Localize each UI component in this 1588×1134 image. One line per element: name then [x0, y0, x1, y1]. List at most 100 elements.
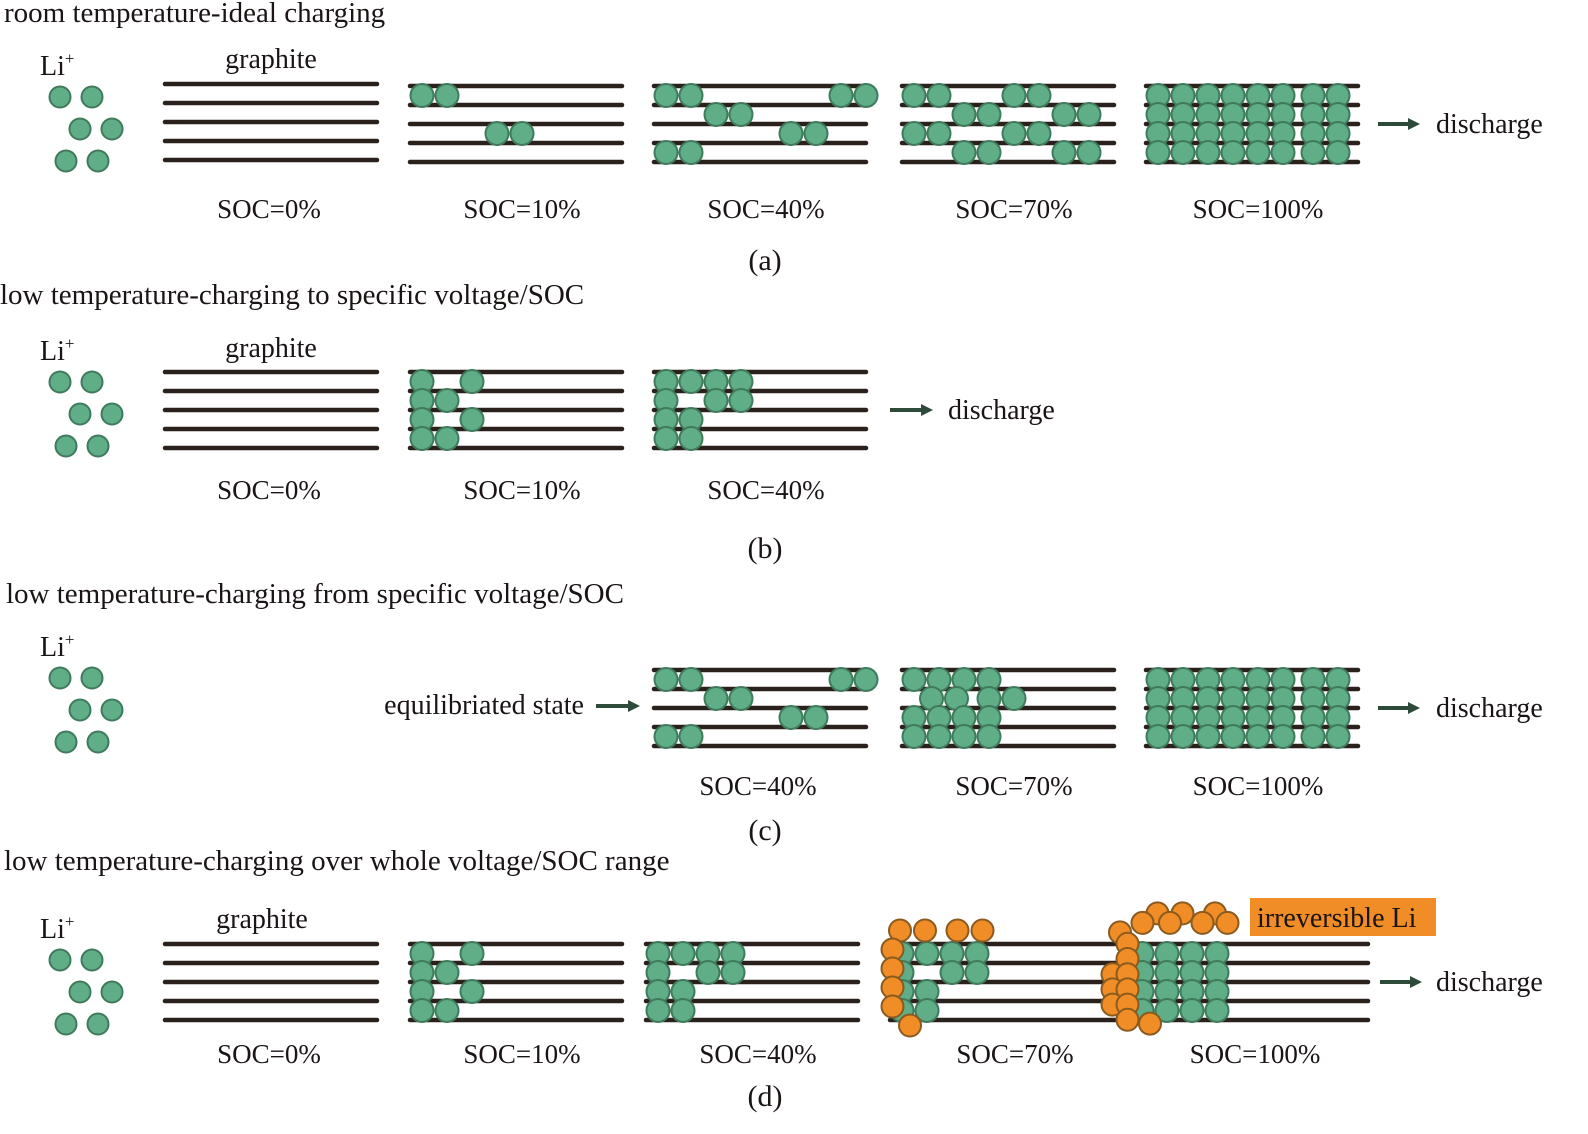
li-symbol: Li [40, 336, 65, 367]
intercalated-li-ion [1076, 140, 1102, 165]
intercalated-li-ion [703, 686, 729, 711]
li-charge-superscript: + [65, 630, 75, 649]
intercalated-li-ion [434, 83, 460, 108]
intercalated-li-ion [1051, 102, 1077, 127]
intercalated-li-ion [1195, 140, 1221, 165]
li-ion-particle [68, 980, 92, 1004]
intercalated-li-ion [1325, 724, 1351, 749]
intercalated-li-ion [678, 83, 704, 108]
graphite-stack: SOC=40% [643, 941, 861, 1069]
graphite-label: graphite [225, 333, 317, 364]
intercalated-li-ion [670, 941, 696, 966]
li-ion-particle [80, 85, 104, 109]
intercalated-li-ion [803, 705, 829, 730]
li-ion-particle [86, 1012, 110, 1036]
intercalated-li-ion [976, 140, 1002, 165]
intercalated-li-ion [1270, 724, 1296, 749]
plated-li-particle [913, 918, 937, 943]
graphite-stack: SOC=40% [651, 667, 879, 801]
soc-label: SOC=10% [463, 475, 580, 505]
intercalated-li-ion [459, 941, 485, 966]
soc-label: SOC=70% [956, 1039, 1073, 1069]
li-charge-superscript: + [65, 912, 75, 931]
intercalated-li-ion [853, 83, 879, 108]
li-symbol: Li [40, 914, 65, 945]
soc-label: SOC=0% [217, 194, 321, 224]
intercalated-li-ion [1245, 140, 1271, 165]
intercalated-li-ion [509, 121, 535, 146]
li-ion-particle [100, 698, 124, 722]
li-ion-particle [48, 948, 72, 972]
li-ion-particle [48, 666, 72, 690]
intercalated-li-ion [901, 724, 927, 749]
intercalated-li-ion [1001, 121, 1027, 146]
li-ion-particle [80, 666, 104, 690]
intercalated-li-ion [778, 121, 804, 146]
intercalated-li-ion [951, 140, 977, 165]
plated-li-particle [1138, 1011, 1162, 1036]
intercalated-li-ion [1300, 140, 1326, 165]
intercalated-li-ion [484, 121, 510, 146]
intercalated-li-ion [653, 140, 679, 165]
intercalated-li-ion [1204, 998, 1230, 1023]
intercalated-li-ion [670, 998, 696, 1023]
plated-li-particle [1130, 910, 1155, 935]
li-ion-particle [68, 698, 92, 722]
li-ion-particle [48, 85, 72, 109]
intercalated-li-ion [1270, 140, 1296, 165]
soc-label: SOC=70% [955, 771, 1072, 801]
graphite-stack: SOC=0% [162, 941, 380, 1069]
soc-label: SOC=0% [217, 475, 321, 505]
graphite-stack: SOC=70% [899, 83, 1117, 224]
intercalated-li-ion [853, 667, 879, 692]
plated-li-particle [880, 994, 905, 1019]
intercalated-li-ion [434, 960, 460, 985]
intercalated-li-ion [703, 388, 729, 413]
intercalated-li-ion [409, 83, 435, 108]
intercalated-li-ion [1145, 724, 1171, 749]
graphite-stack: SOC=100% [1100, 901, 1371, 1069]
panel-a: room temperature-ideal chargingLi+graphi… [4, 0, 1543, 277]
intercalated-li-ion [678, 369, 704, 394]
graphite-stack: SOC=40% [651, 369, 869, 505]
panel-caption: (d) [748, 1080, 783, 1113]
intercalated-li-ion [728, 686, 754, 711]
discharge-arrow-head-icon [1408, 702, 1420, 714]
graphite-label: graphite [216, 904, 308, 935]
intercalated-li-ion [459, 979, 485, 1004]
discharge-label: discharge [1436, 109, 1543, 140]
discharge-arrow-head-icon [921, 404, 933, 416]
graphite-stack: SOC=70% [880, 918, 1131, 1069]
intercalated-li-ion [678, 667, 704, 692]
intercalated-li-ion [459, 369, 485, 394]
soc-label: SOC=10% [463, 1039, 580, 1069]
soc-label: SOC=40% [699, 1039, 816, 1069]
plated-li-particle [1215, 910, 1240, 935]
intercalated-li-ion [434, 426, 460, 451]
intercalated-li-ion [434, 998, 460, 1023]
irreversible-li-label-background [1250, 898, 1436, 936]
intercalated-li-ion [1179, 998, 1205, 1023]
li-ion-particle [54, 730, 78, 754]
panel-caption: (c) [748, 814, 781, 847]
li-ion-particle [80, 370, 104, 394]
graphite-stack: SOC=0% [162, 369, 380, 505]
panel-caption: (b) [748, 532, 783, 565]
intercalated-li-ion [901, 667, 927, 692]
intercalated-li-ion [1300, 724, 1326, 749]
intercalated-li-ion [914, 941, 940, 966]
li-ion-particle [86, 730, 110, 754]
soc-label: SOC=100% [1193, 194, 1324, 224]
li-ion-particle [48, 370, 72, 394]
intercalated-li-ion [1051, 140, 1077, 165]
plated-li-particle [1115, 1007, 1140, 1032]
intercalated-li-ion [926, 83, 952, 108]
li-ion-particle [100, 402, 124, 426]
intercalated-li-ion [653, 724, 679, 749]
intercalated-li-ion [695, 960, 721, 985]
intercalated-li-ion [1170, 140, 1196, 165]
equilibrated-arrow-head-icon [628, 700, 640, 712]
li-ion-particle [54, 1012, 78, 1036]
intercalated-li-ion [720, 960, 746, 985]
